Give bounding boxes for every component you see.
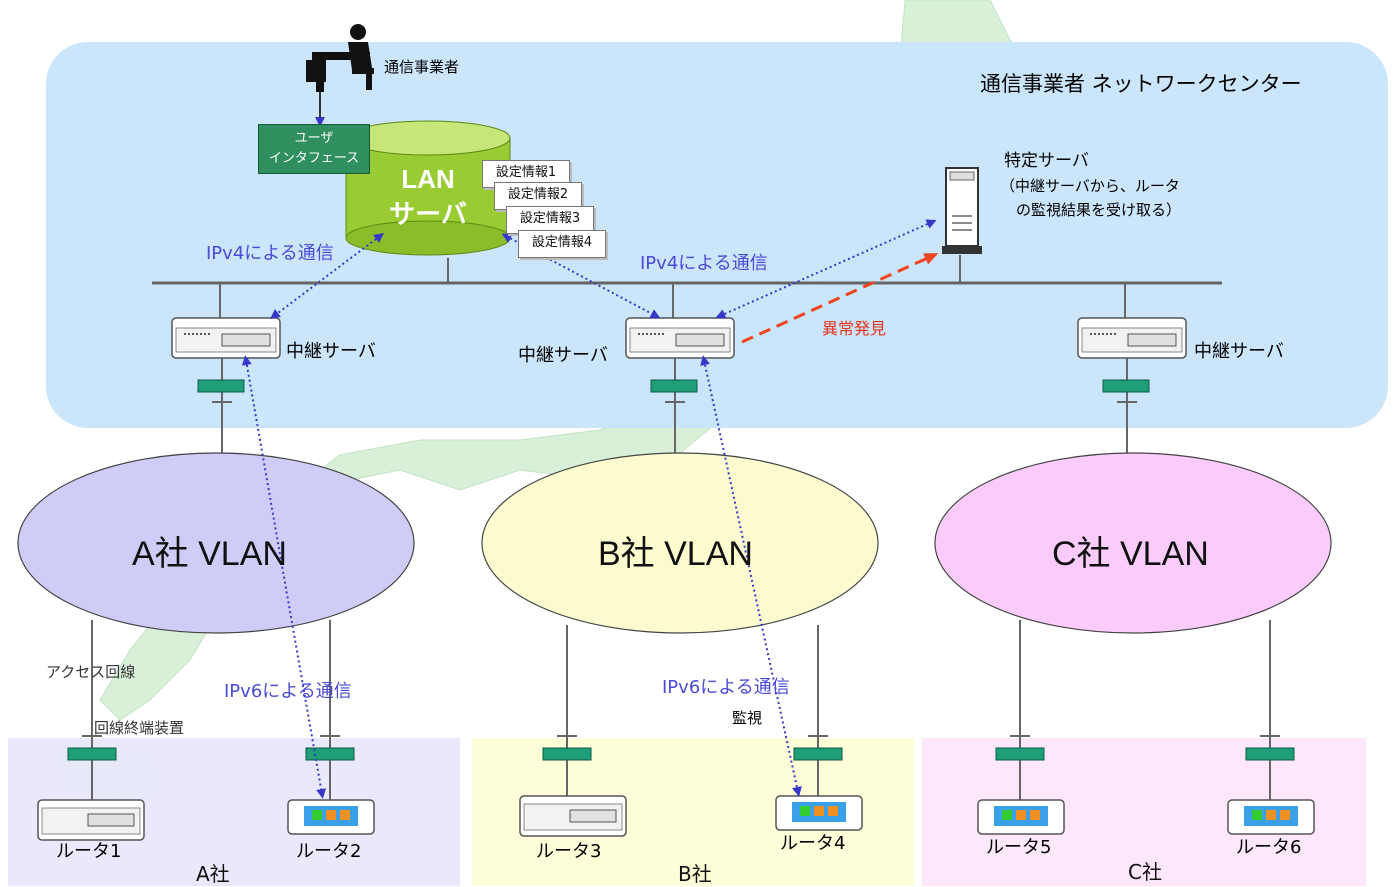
settings-doc-3: 設定情報3 — [506, 206, 594, 234]
terminal-device-label: 回線終端装置 — [94, 719, 185, 737]
specific-server-title: 特定サーバ — [1004, 151, 1089, 171]
relay-server-a-device — [171, 317, 281, 359]
lan-server-label-1: LAN — [401, 164, 455, 194]
router-3-device — [519, 795, 627, 837]
router-5-label: ルータ5 — [986, 837, 1052, 858]
relay-server-a-label: 中継サーバ — [286, 341, 376, 362]
company-a-label: A社 — [196, 862, 230, 886]
site-terminals — [67, 735, 1295, 761]
company-b-label: B社 — [678, 862, 712, 886]
monitor-label: 監視 — [732, 709, 763, 727]
router-3-label: ルータ3 — [536, 841, 602, 862]
center-drop-lines — [221, 358, 1128, 455]
router-2-label: ルータ2 — [296, 841, 362, 862]
vlan-b-label: B社 VLAN — [598, 535, 753, 573]
router-1-device — [37, 799, 145, 841]
access-line-label: アクセス回線 — [46, 663, 136, 681]
relay-server-c-device — [1077, 317, 1187, 359]
anomaly-label: 異常発見 — [822, 319, 887, 338]
center-terminals — [197, 379, 1150, 403]
relay-server-b-label: 中継サーバ — [518, 345, 608, 366]
router-5-device — [977, 799, 1065, 835]
specific-server-note-1: （中継サーバから、ルータ — [1000, 177, 1180, 195]
center-title: 通信事業者 ネットワークセンター — [980, 72, 1302, 96]
relay-server-c-label: 中継サーバ — [1194, 341, 1284, 362]
anomaly-arrow — [741, 253, 939, 344]
specific-server-note-2: の監視結果を受け取る） — [1016, 201, 1182, 219]
router-6-device — [1227, 799, 1315, 835]
router-6-label: ルータ6 — [1236, 837, 1302, 858]
ipv-communication-arrows — [241, 219, 937, 799]
access-lines — [91, 620, 1271, 800]
settings-doc-4: 設定情報4 — [518, 230, 606, 258]
lan-server-label-2: サーバ — [389, 199, 467, 229]
ipv4-label-center: IPv4による通信 — [640, 253, 768, 274]
ipv6-label-b: IPv6による通信 — [662, 677, 790, 698]
user-interface-box: ユーザ インタフェース — [258, 124, 370, 174]
ipv6-label-a: IPv6による通信 — [224, 681, 352, 702]
ui-line1: ユーザ — [294, 131, 334, 146]
router-2-device — [287, 799, 375, 835]
vlan-a-label: A社 VLAN — [132, 535, 287, 573]
vlan-c-ellipse — [934, 452, 1332, 634]
router-4-label: ルータ4 — [780, 833, 846, 854]
operator-label: 通信事業者 — [384, 58, 460, 76]
relay-server-b-device — [625, 317, 735, 359]
router-4-device — [775, 795, 863, 831]
company-c-label: C社 — [1128, 860, 1162, 884]
ui-line2: インタフェース — [268, 151, 360, 166]
vlan-c-label: C社 VLAN — [1052, 535, 1209, 573]
router-1-label: ルータ1 — [56, 841, 122, 862]
specific-server-icon — [942, 167, 982, 254]
operator-icon — [306, 24, 374, 92]
ipv4-label-left: IPv4による通信 — [206, 243, 334, 264]
lan-server-cylinder — [345, 120, 511, 256]
